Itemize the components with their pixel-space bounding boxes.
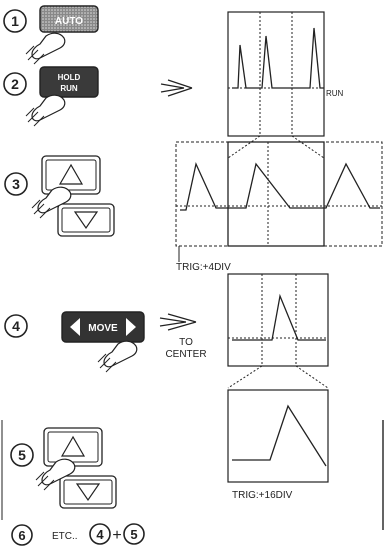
run-label: RUN [60,84,78,93]
waveform-trace [232,293,326,341]
down-arrow-button[interactable] [59,475,117,509]
down-arrow-icon [75,483,101,502]
auto-button-label: AUTO [55,16,83,27]
move-right-arrow-icon [126,318,136,336]
scope-screen-4: TRIG:+16DIV [227,389,329,501]
step-number-circle [3,72,27,96]
waveform-trace [232,27,324,89]
finger-press-icon [31,186,72,219]
trigger-position-label: TRIG:+16DIV [232,490,293,501]
step-number: 2 [11,76,19,92]
up-arrow-button[interactable] [41,155,101,195]
arrow-caption-to: TO [179,337,193,348]
step-6: 6 ETC.. 4 + 5 [11,523,145,546]
move-left-arrow-icon [70,318,80,336]
step-3: 3 [4,155,115,237]
step-number: 6 [18,528,25,543]
etc-text: ETC.. [52,531,78,542]
hold-run-button[interactable]: HOLD RUN [39,66,99,98]
double-arrow-icon [159,313,197,331]
step-number-circle [10,443,34,467]
down-arrow-button[interactable] [57,203,115,237]
plus-sign: + [112,527,121,544]
hold-label: HOLD [58,73,81,82]
scope-screen-1: RUN [227,11,344,137]
step-number-circle [4,314,28,338]
finger-press-icon [35,458,76,491]
move-button-label: MOVE [88,323,118,334]
double-arrow-icon [160,79,193,97]
step-5: 5 [10,427,117,509]
auto-button[interactable]: AUTO [39,5,99,33]
step-ref-circle [89,523,111,545]
step-ref-circle [123,523,145,545]
step-number: 3 [12,176,20,192]
up-arrow-icon [60,435,86,457]
finger-press-icon [25,94,66,127]
trigger-position-label: TRIG:+4DIV [176,262,231,273]
scope-screen-2: TRIG:+4DIV [175,141,383,273]
step-4: 4 MOVE TO CENTER [4,311,207,373]
up-arrow-button[interactable] [43,427,103,467]
step-number-circle [4,172,28,196]
down-arrow-icon [73,211,99,230]
step-number: 4 [12,318,20,334]
finger-press-icon [25,32,66,65]
step-number: 5 [18,447,26,463]
finger-press-icon [97,340,138,373]
run-status-label: RUN [326,89,344,98]
move-button[interactable]: MOVE [61,311,145,343]
step-1: 1 AUTO [3,5,99,65]
waveform-trace [232,404,327,467]
step-number-circle [11,524,33,546]
zoom-guides-2 [227,365,329,389]
scope-screen-3 [227,273,329,367]
step-ref: 5 [130,527,137,542]
step-2: 2 HOLD RUN [3,66,193,127]
arrow-caption-center: CENTER [165,349,206,360]
step-ref: 4 [96,527,104,542]
step-number: 1 [11,13,19,29]
step-number-circle [3,9,27,33]
up-arrow-icon [58,163,84,185]
zoom-guides-1 [227,135,325,159]
waveform-trace [180,161,380,211]
